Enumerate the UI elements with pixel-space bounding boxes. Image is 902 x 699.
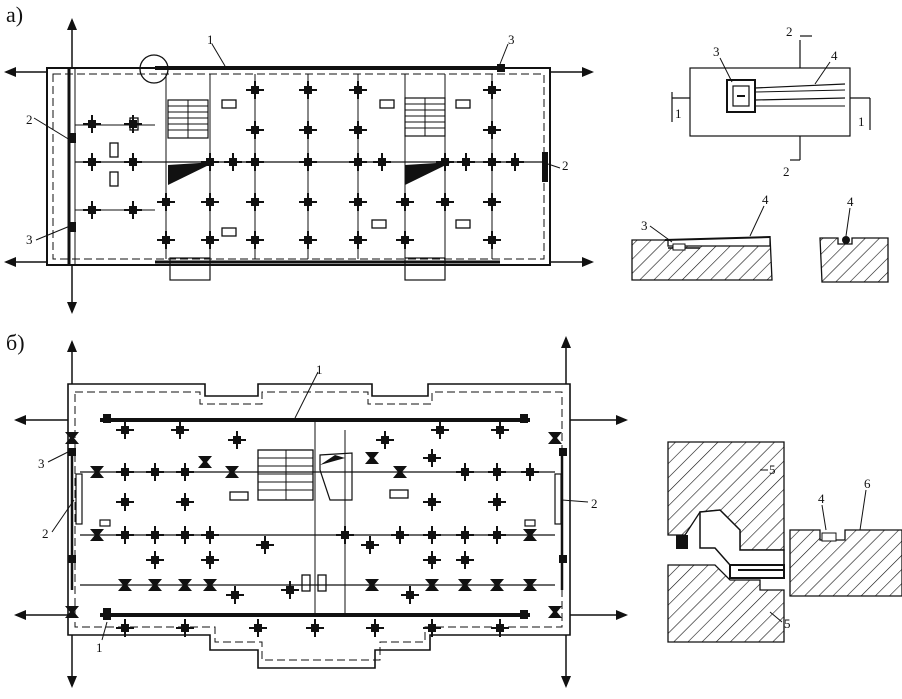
callout-a-3-top: 3: [508, 32, 515, 47]
plan-b-outline: [67, 383, 571, 669]
detail-a-sec2-top: 2: [786, 24, 793, 39]
section-a: 3 4 4: [631, 192, 889, 283]
section-b-4: 4: [818, 491, 825, 506]
callout-a-2-right: 2: [562, 158, 569, 173]
section-b-5-top: 5: [769, 462, 776, 477]
section-b: 5 5 4 6: [667, 441, 902, 643]
detail-a-sec2-bottom: 2: [783, 164, 790, 179]
callout-b-1-bottom: 1: [96, 640, 103, 655]
section-b-6: 6: [864, 476, 871, 491]
plan-b: б): [6, 330, 628, 688]
detail-a-3: 3: [713, 44, 720, 59]
callout-b-2-right: 2: [591, 496, 598, 511]
stair-left: [167, 99, 215, 185]
callout-b-1-top: 1: [316, 362, 323, 377]
stair-right: [404, 97, 452, 185]
part-a-label: а): [6, 2, 23, 27]
section-b-5-bottom: 5: [784, 616, 791, 631]
callout-a-2-left: 2: [26, 112, 33, 127]
callout-b-2-left: 2: [42, 526, 49, 541]
plan-a-arrows: [4, 18, 594, 314]
detail-a: 3 4 1 1 2 2: [671, 24, 871, 179]
plan-a-outer-wall: [46, 67, 551, 266]
section-a-3: 3: [641, 218, 648, 233]
detail-a-sec1-right: 1: [858, 114, 865, 129]
callout-a-3-left: 3: [26, 232, 33, 247]
plan-a-columns: [82, 80, 525, 250]
stair-b: [257, 449, 353, 501]
section-a-4-right: 4: [847, 194, 854, 209]
detail-a-4: 4: [831, 48, 838, 63]
detail-a-sec1-left: 1: [675, 106, 682, 121]
section-a-4: 4: [762, 192, 769, 207]
callout-b-3-left: 3: [38, 456, 45, 471]
detail-circle: [139, 54, 169, 84]
callout-a-1: 1: [207, 32, 214, 47]
plan-a: а): [4, 2, 594, 314]
plan-b-arrows: [14, 336, 628, 688]
part-b-label: б): [6, 330, 25, 355]
